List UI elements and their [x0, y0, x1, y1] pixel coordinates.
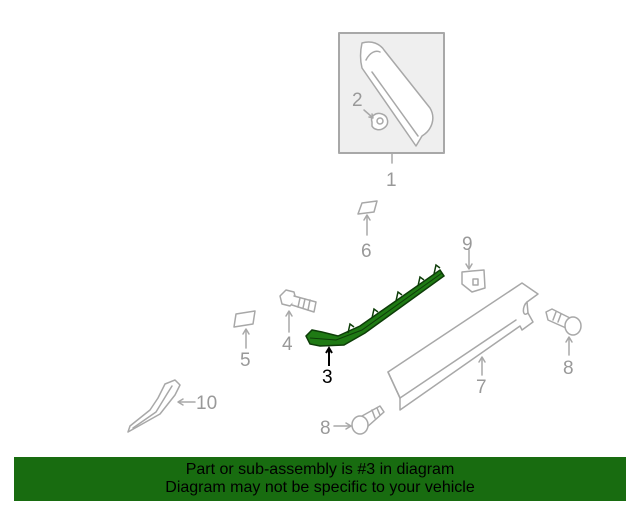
callout-8-bottom: 8: [320, 418, 331, 439]
part-10-trim[interactable]: [127, 379, 196, 433]
part-4-bolt[interactable]: [279, 289, 317, 333]
info-banner: Part or sub-assembly is #3 in diagram Di…: [14, 457, 626, 501]
callout-8-right: 8: [563, 358, 574, 379]
callout-1: 1: [386, 170, 397, 191]
callout-7: 7: [476, 377, 487, 398]
part-2-clip[interactable]: [363, 109, 389, 131]
banner-line-2: Diagram may not be specific to your vehi…: [165, 479, 475, 496]
part-3-highlighted-rail[interactable]: [305, 263, 446, 366]
callout-9: 9: [462, 234, 473, 255]
part-7-rocker-molding[interactable]: [387, 282, 539, 411]
callout-4: 4: [282, 334, 293, 355]
callout-2: 2: [352, 90, 363, 111]
part-8-screw-right[interactable]: [545, 308, 582, 356]
part-1-pillar-trim[interactable]: [338, 32, 445, 164]
part-9-clip-nut[interactable]: [461, 249, 486, 293]
part-6-pad[interactable]: [357, 200, 378, 236]
parts-diagram: 1 2 3 4 5 6 7 8 8 9 10: [127, 32, 582, 439]
part-5-pad[interactable]: [233, 310, 256, 349]
callout-6: 6: [361, 241, 372, 262]
banner-line-1: Part or sub-assembly is #3 in diagram: [185, 461, 455, 478]
part-8-screw-bottom[interactable]: [333, 405, 385, 435]
callout-5: 5: [240, 350, 251, 371]
callout-3: 3: [322, 367, 333, 388]
callout-10: 10: [196, 393, 217, 414]
